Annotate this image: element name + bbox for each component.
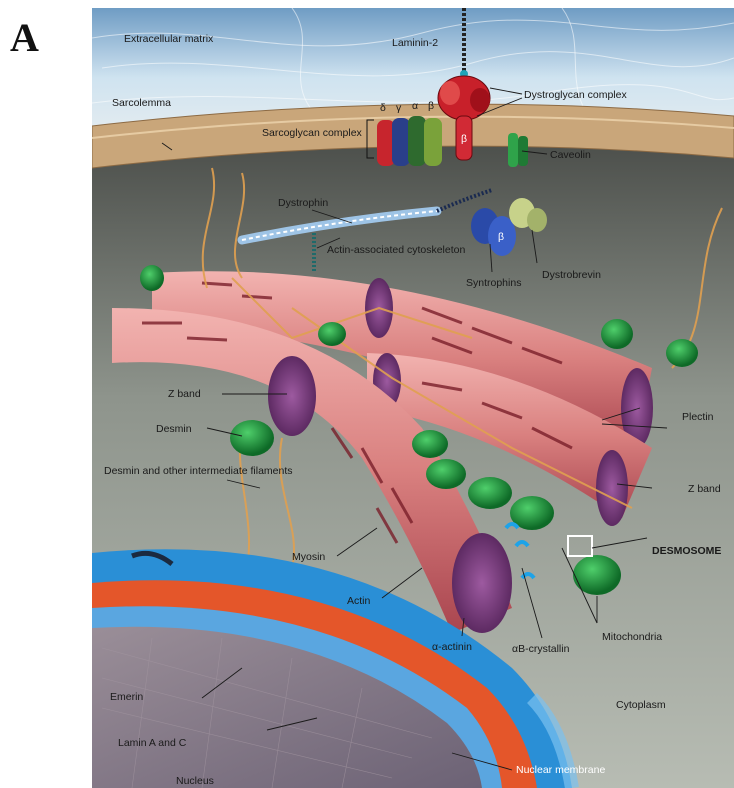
label-nuclear-membrane: Nuclear membrane [516, 764, 605, 776]
svg-text:β: β [498, 231, 504, 243]
svg-text:γ: γ [396, 102, 402, 114]
label-dystrobrevin: Dystrobrevin [542, 269, 601, 281]
label-alpha-actinin: α-actinin [432, 641, 472, 653]
label-lamin: Lamin A and C [118, 737, 187, 749]
label-plectin: Plectin [682, 411, 714, 423]
label-nucleus: Nucleus [176, 775, 214, 787]
svg-text:β: β [428, 100, 434, 112]
label-z-band-left: Z band [168, 388, 201, 400]
muscle-cell-diagram: β δ γ α β β [92, 8, 734, 788]
label-emerin: Emerin [110, 691, 143, 703]
label-dystroglycan: Dystroglycan complex [524, 89, 627, 101]
label-mitochondria: Mitochondria [602, 631, 662, 643]
label-syntrophins: Syntrophins [466, 277, 521, 289]
svg-text:δ: δ [380, 102, 386, 114]
label-extracellular-matrix: Extracellular matrix [124, 33, 214, 45]
label-sarcolemma: Sarcolemma [112, 97, 171, 109]
label-caveolin: Caveolin [550, 149, 591, 161]
label-dystrophin: Dystrophin [278, 197, 328, 209]
svg-text:β: β [461, 133, 467, 145]
label-z-band-right: Z band [688, 483, 721, 495]
svg-text:α: α [412, 100, 418, 112]
label-laminin: Laminin-2 [392, 37, 438, 49]
label-actin: Actin [347, 595, 371, 607]
label-myosin: Myosin [292, 551, 325, 563]
label-ab-crystallin: αB-crystallin [512, 643, 570, 655]
label-desmosome: DESMOSOME [652, 545, 721, 557]
caveolin [508, 133, 528, 167]
label-desmin-and-other: Desmin and other intermediate filaments [104, 465, 293, 477]
label-desmin: Desmin [156, 423, 192, 435]
label-actin-associated: Actin-associated cytoskeleton [327, 244, 465, 256]
label-sarcoglycan: Sarcoglycan complex [262, 127, 363, 139]
panel-letter: A [10, 14, 39, 61]
label-cytoplasm: Cytoplasm [616, 699, 666, 711]
